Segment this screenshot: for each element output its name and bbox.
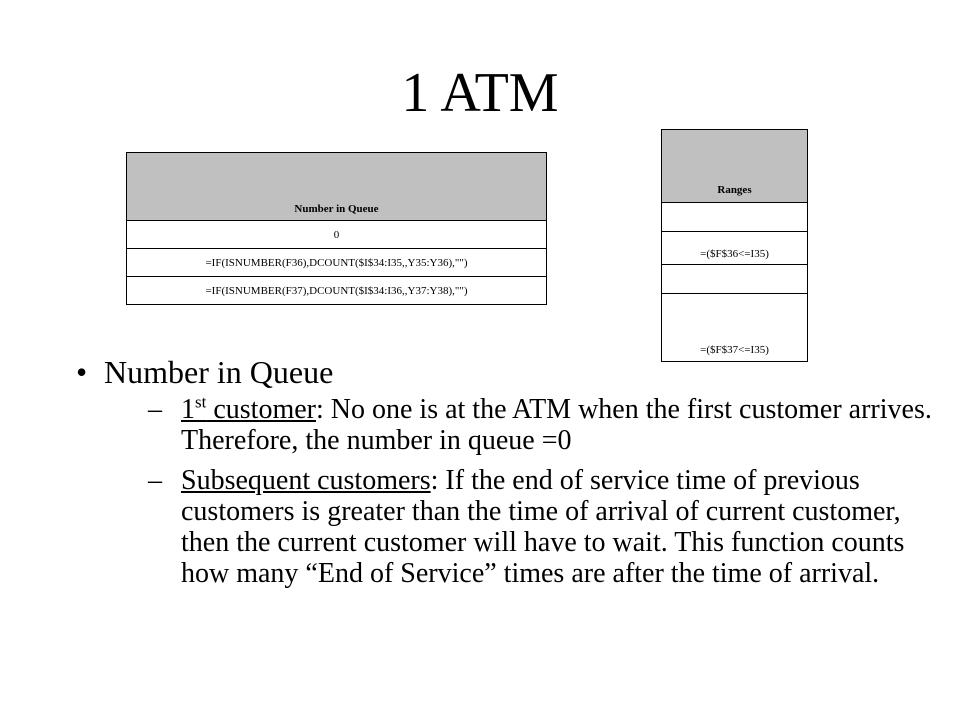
table-row: [661, 264, 808, 294]
number-in-queue-header: Number in Queue: [126, 152, 547, 221]
table-row: =($F$36<=I35): [661, 231, 808, 265]
sub-bullet-term: Subsequent customers: [181, 465, 431, 496]
table-row: =IF(ISNUMBER(F36),DCOUNT($I$34:I35,,Y35:…: [126, 248, 547, 277]
slide-title: 1 ATM: [401, 62, 559, 124]
table-row: 0: [126, 220, 547, 249]
queue-formula-cell: =IF(ISNUMBER(F37),DCOUNT($I$34:I36,,Y37:…: [126, 276, 547, 305]
bullet-icon: •: [76, 354, 88, 390]
ranges-table: Ranges =($F$36<=I35) =($F$37<=I35): [661, 129, 808, 362]
ranges-formula-cell: =($F$36<=I35): [661, 231, 808, 265]
dash-icon: –: [148, 394, 162, 425]
bullet-list: • Number in Queue –1st customer: No one …: [76, 352, 936, 598]
ranges-formula-cell: =($F$37<=I35): [661, 293, 808, 362]
queue-cell: 0: [126, 220, 547, 249]
ranges-header: Ranges: [661, 129, 808, 203]
number-in-queue-table: Number in Queue 0 =IF(ISNUMBER(F36),DCOU…: [126, 152, 547, 305]
sub-bullet-text: : No one is at the ATM when the first cu…: [181, 394, 932, 456]
sub-bullet-list: –1st customer: No one is at the ATM when…: [104, 394, 936, 589]
list-item: –Subsequent customers: If the end of ser…: [104, 465, 936, 589]
sub-bullet-text: : If the end of service time of previous…: [181, 465, 905, 589]
table-row: =IF(ISNUMBER(F37),DCOUNT($I$34:I36,,Y37:…: [126, 276, 547, 305]
table-row: =($F$37<=I35): [661, 293, 808, 362]
sub-bullet-term: 1st customer: [181, 392, 316, 425]
ranges-blank-cell: [661, 264, 808, 294]
bullet-main-text: Number in Queue: [104, 354, 334, 390]
list-item: –1st customer: No one is at the ATM when…: [104, 394, 936, 456]
table-row: [661, 202, 808, 232]
list-item: • Number in Queue –1st customer: No one …: [76, 352, 936, 589]
ranges-blank-cell: [661, 202, 808, 232]
queue-formula-cell: =IF(ISNUMBER(F36),DCOUNT($I$34:I35,,Y35:…: [126, 248, 547, 277]
dash-icon: –: [148, 465, 162, 496]
